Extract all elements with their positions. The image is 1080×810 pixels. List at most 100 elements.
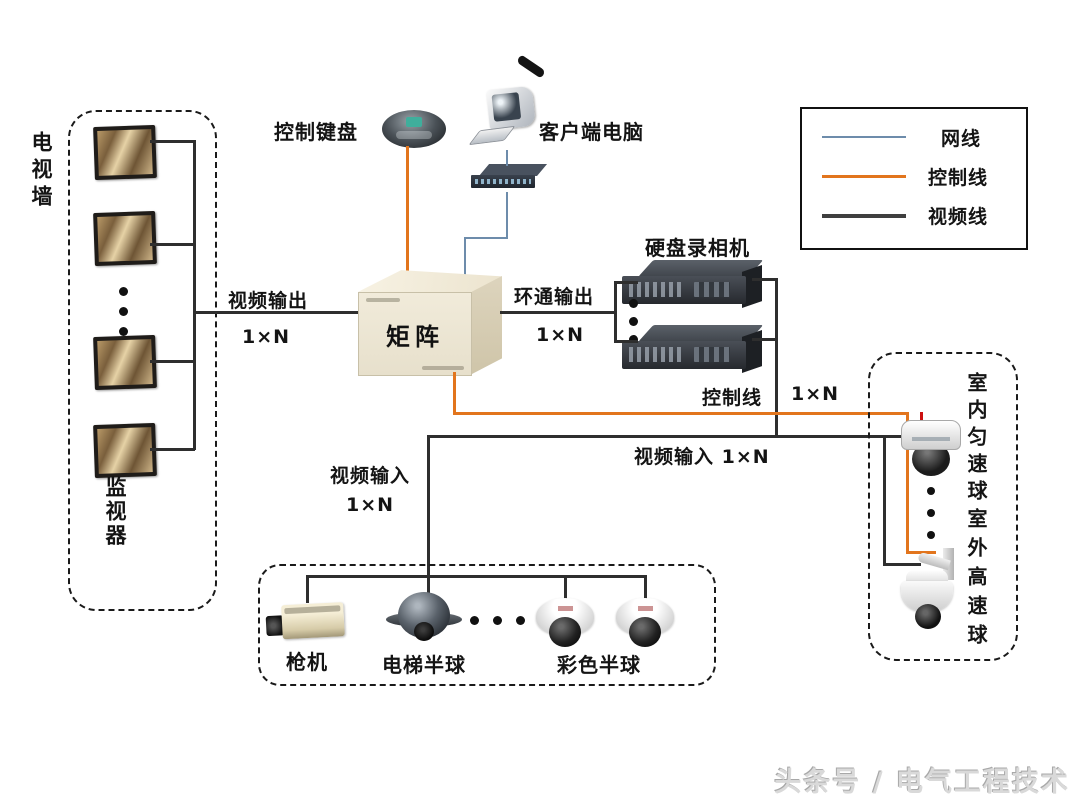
video-in-right-vertical: [883, 435, 886, 566]
gun-camera-body: [281, 602, 345, 640]
control-keyboard-icon: [382, 110, 446, 148]
dvr1-left-stub: [614, 281, 638, 284]
client-pc-icon: [468, 85, 536, 152]
matrix-device: 矩阵: [356, 266, 502, 376]
color-dome-icon: [616, 598, 674, 648]
keyboard-control-line: [406, 146, 409, 288]
ellipsis-dots-monitors: [119, 287, 128, 336]
fixed-cameras-group-box: [258, 564, 716, 686]
speed-dome-group-box: [868, 352, 1018, 661]
video-in-label: 视频输入: [330, 465, 411, 487]
dvr-label: 硬盘录相机: [645, 236, 750, 260]
loop-out-label: 环通输出: [514, 286, 595, 308]
legend-control-line-sample: [822, 175, 906, 178]
control-line-horizontal: [453, 412, 909, 415]
video-in-horizontal-line: [427, 435, 904, 438]
control-keyboard-label: 控制键盘: [274, 120, 358, 144]
dvr-front-panel: [622, 341, 746, 369]
monitor-screen: [97, 339, 153, 386]
monitor-screen: [97, 427, 153, 474]
elevator-dome-label: 电梯半球: [382, 653, 466, 677]
monitor-icon: [93, 124, 157, 181]
elevator-dome-icon: [386, 590, 462, 646]
crt-monitor-icon: [486, 85, 536, 131]
legend-label-network: 网线: [941, 128, 982, 150]
tv-wall-label: 电视墙: [29, 131, 53, 212]
ellipsis-dots-cameras: [470, 616, 525, 625]
color-dome-lens: [629, 617, 661, 647]
legend-box: [800, 107, 1028, 250]
switch-down-network-line: [506, 192, 508, 238]
legend-video-line-sample: [822, 214, 906, 218]
video-out-label: 视频输出: [228, 290, 309, 312]
network-to-matrix-line: [464, 237, 466, 289]
monitor1-stub-line: [150, 140, 195, 143]
dvr-to-videoin-line: [775, 278, 778, 438]
video-in-ratio-label: 1×N: [346, 494, 395, 516]
monitor4-stub-line: [150, 448, 195, 451]
stray-brush-mark: [516, 54, 546, 79]
monitor-icon: [93, 334, 157, 391]
outdoor-dome-cap: [906, 570, 948, 583]
matrix-label: 矩阵: [386, 322, 444, 351]
color-dome-icon: [536, 598, 594, 648]
monitor2-stub-line: [150, 243, 195, 246]
control-line-ratio-label: 1×N: [791, 383, 840, 405]
video-out-ratio-label: 1×N: [242, 326, 291, 348]
switch-front-face: [471, 175, 535, 188]
matrix-side-face: [472, 276, 502, 374]
client-pc-label: 客户端电脑: [539, 120, 644, 144]
outdoor-speed-dome-label: 室外高速球: [964, 508, 988, 653]
matrix-top-face: [358, 270, 502, 294]
pc-switch-network-line: [506, 150, 508, 166]
matrix-brand-mark: [422, 366, 464, 370]
color-dome1-stub: [564, 575, 567, 608]
control-line-right-vertical: [906, 412, 909, 554]
monitor-bus-line: [193, 140, 196, 450]
color-dome-lens: [549, 617, 581, 647]
legend-network-line-sample: [822, 136, 906, 138]
outdoor-speed-dome-icon: [894, 548, 962, 636]
dvr-icon: [622, 260, 764, 312]
dvr2-left-stub: [614, 340, 638, 343]
outdoor-dome-lens: [915, 604, 941, 629]
pc-keyboard-icon: [468, 125, 516, 146]
gun-camera-label: 枪机: [286, 650, 328, 674]
camera-bus-line: [306, 575, 646, 578]
monitor3-stub-line: [150, 360, 195, 363]
legend-label-video: 视频线: [928, 206, 989, 228]
dvr-front-panel: [622, 276, 746, 304]
gun-camera-icon: [265, 594, 350, 650]
video-in-to-outdoor-dome: [883, 563, 921, 566]
indoor-dome-body: [901, 420, 961, 450]
color-dome2-stub: [644, 575, 647, 608]
video-in-center-vertical: [427, 435, 430, 600]
network-jog-line: [464, 237, 508, 239]
loop-out-line: [500, 311, 616, 314]
color-dome-label: 彩色半球: [557, 653, 641, 677]
gun-camera-stub: [306, 575, 309, 603]
dvr-left-bus-line: [614, 281, 617, 343]
ellipsis-dots-dvr: [629, 299, 638, 344]
watermark-text: 头条号 / 电气工程技术: [774, 767, 1070, 798]
ellipsis-dots-domes: [927, 487, 935, 539]
elevator-dome-lens: [414, 622, 434, 641]
dvr-icon: [622, 325, 764, 377]
indoor-speed-dome-icon: [901, 420, 963, 478]
monitor-icon: [93, 422, 157, 479]
monitor-icon: [93, 210, 157, 267]
loop-out-ratio-label: 1×N: [536, 324, 585, 346]
network-switch-icon: [471, 164, 548, 192]
monitor-screen: [97, 215, 153, 262]
tv-wall-group-box: [68, 110, 217, 611]
indoor-speed-dome-label: 室内匀速球: [964, 372, 988, 507]
dvr-side-face: [742, 265, 762, 308]
matrix-front-face: 矩阵: [358, 292, 472, 376]
video-in-right-label: 视频输入 1×N: [634, 446, 770, 468]
monitors-label: 监视器: [103, 476, 127, 548]
video-out-line: [193, 311, 358, 314]
dvr2-right-stub: [752, 338, 778, 341]
matrix-brand-mark: [366, 298, 400, 302]
legend-label-control: 控制线: [928, 167, 989, 189]
